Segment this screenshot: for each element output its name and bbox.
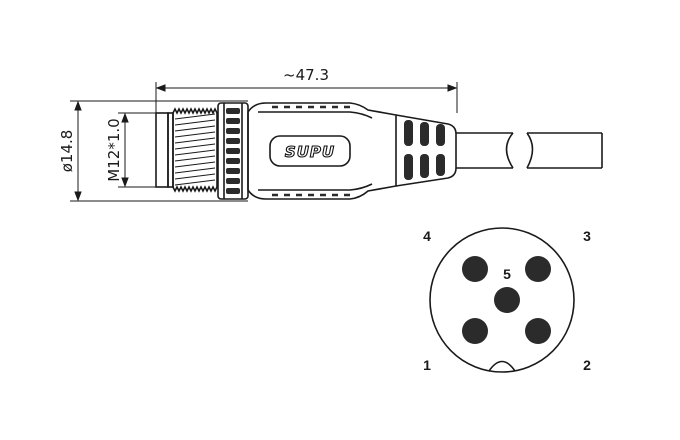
coding-key bbox=[488, 360, 516, 372]
thread-hatching bbox=[174, 113, 216, 186]
diameter-label: ø14.8 bbox=[58, 130, 76, 173]
connector-body bbox=[155, 107, 218, 193]
pin-label-2: 2 bbox=[583, 357, 591, 373]
brand-logo-text: SUPU bbox=[285, 143, 335, 161]
pin-face-outline bbox=[429, 227, 575, 373]
thread-label: M12*1.0 bbox=[105, 118, 123, 181]
pin-2 bbox=[525, 318, 551, 344]
knurl-pattern bbox=[226, 108, 240, 194]
pin-face bbox=[429, 227, 575, 373]
pin-label-1: 1 bbox=[423, 357, 431, 373]
brand-badge: SUPU bbox=[269, 135, 351, 167]
cable bbox=[456, 132, 603, 169]
strain-relief-slots bbox=[404, 120, 445, 180]
diameter-dimension bbox=[70, 100, 248, 202]
thread-dimension bbox=[118, 112, 160, 188]
pin-label-4: 4 bbox=[423, 228, 431, 244]
pin-label-3: 3 bbox=[583, 228, 591, 244]
pin-5 bbox=[494, 287, 520, 313]
strain-relief bbox=[395, 114, 457, 187]
length-label: ~47.3 bbox=[283, 66, 329, 84]
pin-1 bbox=[462, 318, 488, 344]
pin-4 bbox=[462, 256, 488, 282]
grip-dashes bbox=[272, 105, 350, 197]
length-dimension bbox=[155, 82, 458, 113]
pin-3 bbox=[525, 256, 551, 282]
pin-label-5: 5 bbox=[503, 266, 511, 282]
